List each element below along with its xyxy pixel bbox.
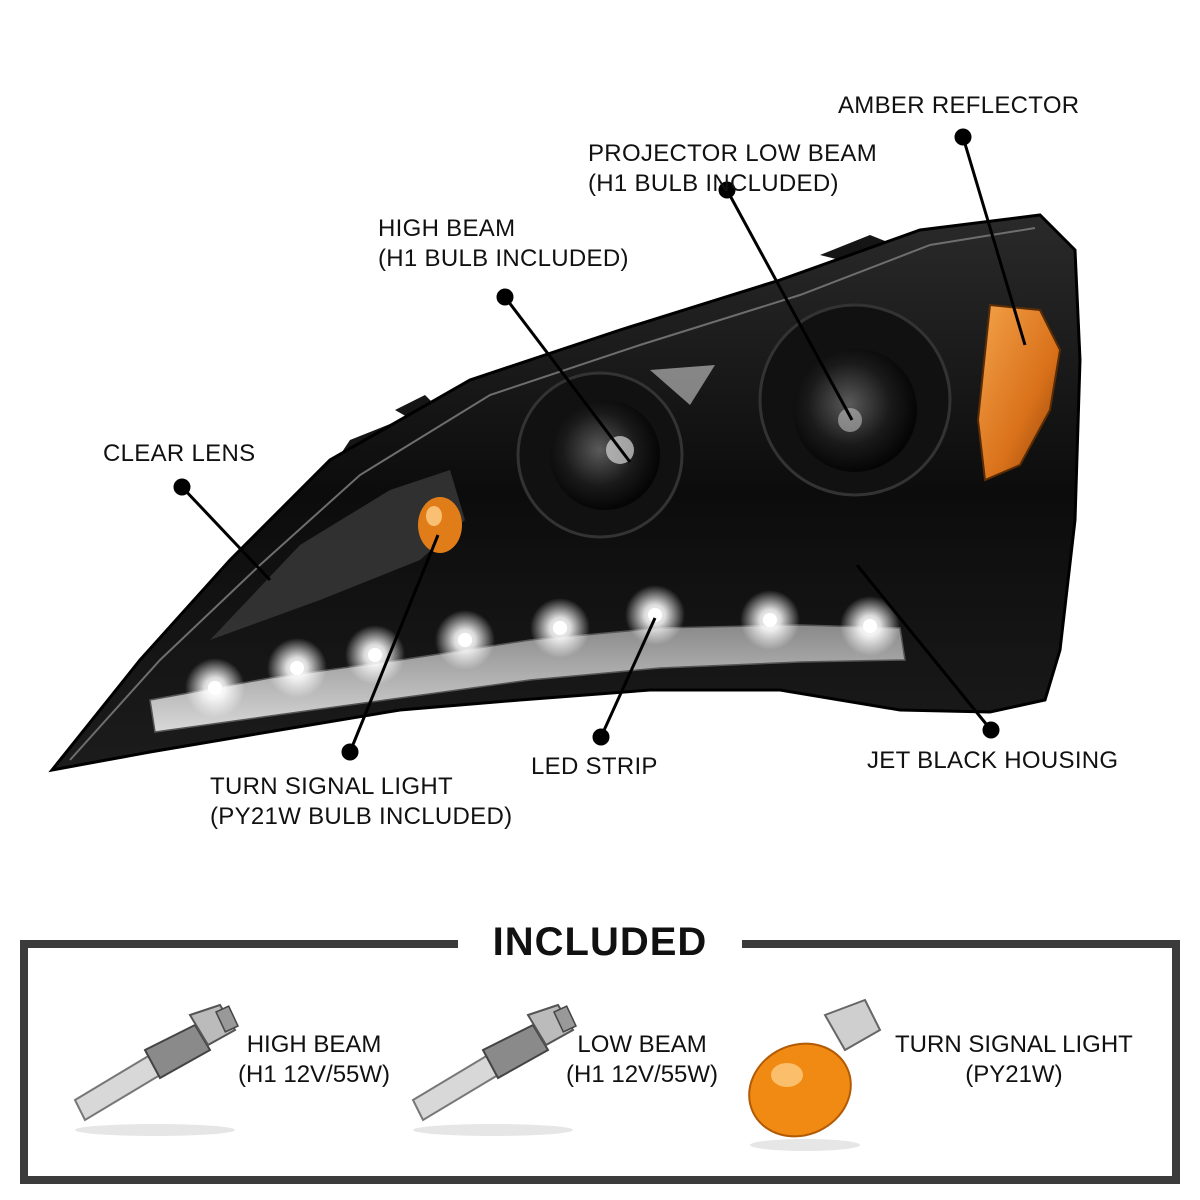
leader-dot-led-strip — [592, 728, 610, 746]
callout-led-strip-text: LED STRIP — [531, 753, 658, 780]
led-point-4 — [553, 621, 567, 635]
leader-led-strip — [599, 617, 657, 738]
led-point-0 — [208, 681, 222, 695]
leader-dot-high-beam — [496, 288, 514, 306]
included-turn-signal-line1: TURN SIGNAL LIGHT — [895, 1031, 1133, 1058]
included-turn-signal-line2: (PY21W) — [965, 1061, 1063, 1088]
callout-turn-signal-line1: TURN SIGNAL LIGHT — [210, 773, 453, 800]
headlight-illustration — [48, 128, 1082, 773]
included-low-beam-line2: (H1 12V/55W) — [566, 1061, 719, 1088]
included-low-beam: LOW BEAM (H1 12V/55W) — [566, 1030, 718, 1090]
leader-turn-signal — [348, 534, 440, 753]
included-high-beam: HIGH BEAM (H1 12V/55W) — [238, 1030, 390, 1090]
led-point-3 — [458, 633, 472, 647]
callout-high-beam-line1: HIGH BEAM — [378, 215, 516, 242]
h1-bulb-icon — [73, 1003, 239, 1136]
turn-signal-bulb — [418, 497, 462, 553]
leader-amber-reflector — [961, 136, 1027, 346]
callout-jet-black-housing-text: JET BLACK HOUSING — [867, 747, 1119, 774]
callout-amber-reflector: AMBER REFLECTOR — [838, 91, 1079, 121]
led-point-2 — [368, 648, 382, 662]
h1-bulb-icon — [411, 1003, 577, 1136]
callout-turn-signal-line2: (PY21W BULB INCLUDED) — [210, 803, 513, 830]
callout-projector-low-beam-line1: PROJECTOR LOW BEAM — [588, 140, 877, 167]
leader-projector-low-beam — [725, 189, 854, 421]
led-point-1 — [290, 661, 304, 675]
clear-lens-area — [210, 470, 465, 640]
callout-high-beam-line2: (H1 BULB INCLUDED) — [378, 245, 629, 272]
py21w-bulb-icon — [748, 998, 882, 1151]
low-beam-projector — [758, 303, 952, 497]
callout-projector-low-beam-line2: (H1 BULB INCLUDED) — [588, 170, 839, 197]
callout-amber-reflector-text: AMBER REFLECTOR — [838, 92, 1080, 119]
leader-jet-black-housing — [855, 564, 993, 731]
callout-led-strip: LED STRIP — [531, 752, 658, 782]
high-beam-projector — [516, 365, 715, 539]
leader-dot-clear-lens — [173, 478, 191, 496]
callout-leaders — [173, 128, 1027, 761]
callout-high-beam: HIGH BEAM (H1 BULB INCLUDED) — [378, 214, 629, 274]
amber-reflector — [976, 303, 1062, 482]
included-title: INCLUDED — [458, 914, 742, 970]
included-turn-signal: TURN SIGNAL LIGHT (PY21W) — [895, 1030, 1133, 1090]
callout-projector-low-beam: PROJECTOR LOW BEAM (H1 BULB INCLUDED) — [588, 139, 877, 199]
callout-jet-black-housing: JET BLACK HOUSING — [867, 746, 1118, 776]
leader-high-beam — [503, 296, 632, 463]
leader-dot-amber-reflector — [954, 128, 972, 146]
leader-clear-lens — [180, 485, 272, 582]
led-strip-lights — [185, 585, 900, 718]
housing-trim — [69, 227, 1036, 761]
included-high-beam-line2: (H1 12V/55W) — [238, 1061, 391, 1088]
leader-dot-turn-signal — [341, 743, 359, 761]
callout-turn-signal-light: TURN SIGNAL LIGHT (PY21W BULB INCLUDED) — [210, 772, 512, 832]
included-low-beam-line1: LOW BEAM — [577, 1031, 707, 1058]
callout-clear-lens: CLEAR LENS — [103, 439, 255, 469]
included-high-beam-line1: HIGH BEAM — [246, 1031, 382, 1058]
led-point-6 — [763, 613, 777, 627]
leader-dot-jet-black-housing — [982, 721, 1000, 739]
leader-dot-projector-low-beam — [718, 181, 736, 199]
led-point-7 — [863, 619, 877, 633]
led-point-5 — [648, 608, 662, 622]
callout-clear-lens-text: CLEAR LENS — [103, 440, 256, 467]
